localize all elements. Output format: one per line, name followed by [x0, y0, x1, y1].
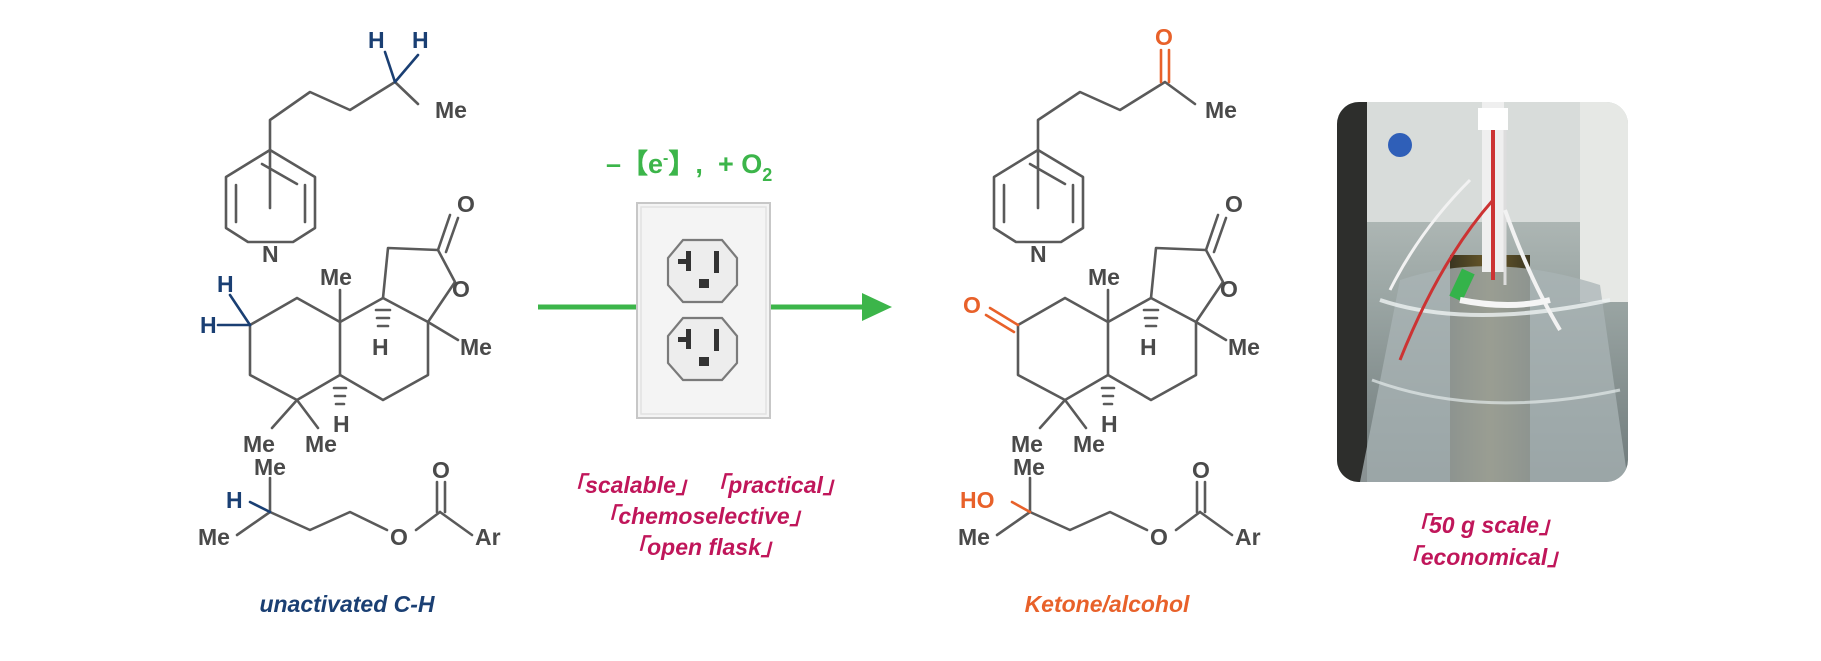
atom-o: O: [1150, 524, 1168, 550]
atom-o: O: [963, 292, 981, 318]
electrical-outlet-icon: [636, 202, 771, 419]
atom-me: Me: [460, 334, 492, 360]
substrate-pyridine-molecule: H H Me N: [224, 27, 467, 267]
feature-line: 「open flask」: [624, 534, 784, 560]
atom-me: Me: [254, 454, 286, 480]
atom-me: Me: [1088, 264, 1120, 290]
atom-h: H: [226, 487, 243, 513]
outlet-socket-bottom: [666, 316, 739, 382]
atom-n: N: [1030, 241, 1047, 267]
atom-me: Me: [198, 524, 230, 550]
product-hydroxy-ester-molecule: Me HO Me O O Ar: [958, 454, 1261, 550]
atom-me: Me: [1013, 454, 1045, 480]
atom-h: H: [333, 411, 350, 437]
atom-me: Me: [1073, 431, 1105, 457]
reaction-setup-photo: [1337, 102, 1628, 482]
atom-o: O: [432, 457, 450, 483]
atom-o: O: [457, 191, 475, 217]
atom-me: Me: [1228, 334, 1260, 360]
reaction-features: 「scalable」 「practical」 「chemoselective」 …: [562, 472, 846, 560]
substrate-caption: unactivated C-H: [259, 591, 434, 617]
atom-me: Me: [1011, 431, 1043, 457]
atom-o: O: [452, 276, 470, 302]
atom-h: H: [372, 334, 389, 360]
reaction-arrow: [538, 293, 892, 321]
atom-h: H: [200, 312, 217, 338]
atom-h: H: [217, 271, 234, 297]
atom-ar: Ar: [475, 524, 501, 550]
oxygen-condition: + O2: [718, 149, 772, 185]
feature-line: 「economical」: [1398, 544, 1571, 570]
photo-features: 「50 g scale」 「economical」: [1398, 512, 1571, 570]
atom-n: N: [262, 241, 279, 267]
atom-me: Me: [1205, 97, 1237, 123]
atom-o: O: [1220, 276, 1238, 302]
substrate-ester-molecule: Me H Me O O Ar: [198, 454, 501, 550]
atom-me: Me: [305, 431, 337, 457]
product-oxo-sclareolide-molecule: O O Me Me Me Me H H O: [963, 191, 1260, 457]
atom-me: Me: [320, 264, 352, 290]
substrate-sclareolide-molecule: O O Me Me Me Me H H H H: [200, 191, 492, 457]
reaction-conditions: –【e-】, + O2: [606, 149, 772, 185]
product-pyridine-ketone-molecule: O Me N: [992, 24, 1237, 267]
product-caption: Ketone/alcohol: [1025, 591, 1190, 617]
atom-o: O: [1192, 457, 1210, 483]
atom-me: Me: [958, 524, 990, 550]
atom-h: H: [1101, 411, 1118, 437]
feature-line: 「50 g scale」: [1406, 512, 1562, 538]
atom-ar: Ar: [1235, 524, 1261, 550]
electron-condition: –【e-】,: [606, 149, 703, 179]
atom-o: O: [1155, 24, 1173, 50]
feature-line: 「scalable」 「practical」: [562, 472, 846, 498]
atom-h: H: [412, 27, 429, 53]
atom-me: Me: [243, 431, 275, 457]
feature-line: 「chemoselective」: [595, 503, 812, 529]
atom-h: H: [1140, 334, 1157, 360]
atom-me: Me: [435, 97, 467, 123]
atom-h: H: [368, 27, 385, 53]
atom-o: O: [390, 524, 408, 550]
atom-o: O: [1225, 191, 1243, 217]
outlet-socket-top: [666, 238, 739, 304]
atom-ho: HO: [960, 487, 995, 513]
